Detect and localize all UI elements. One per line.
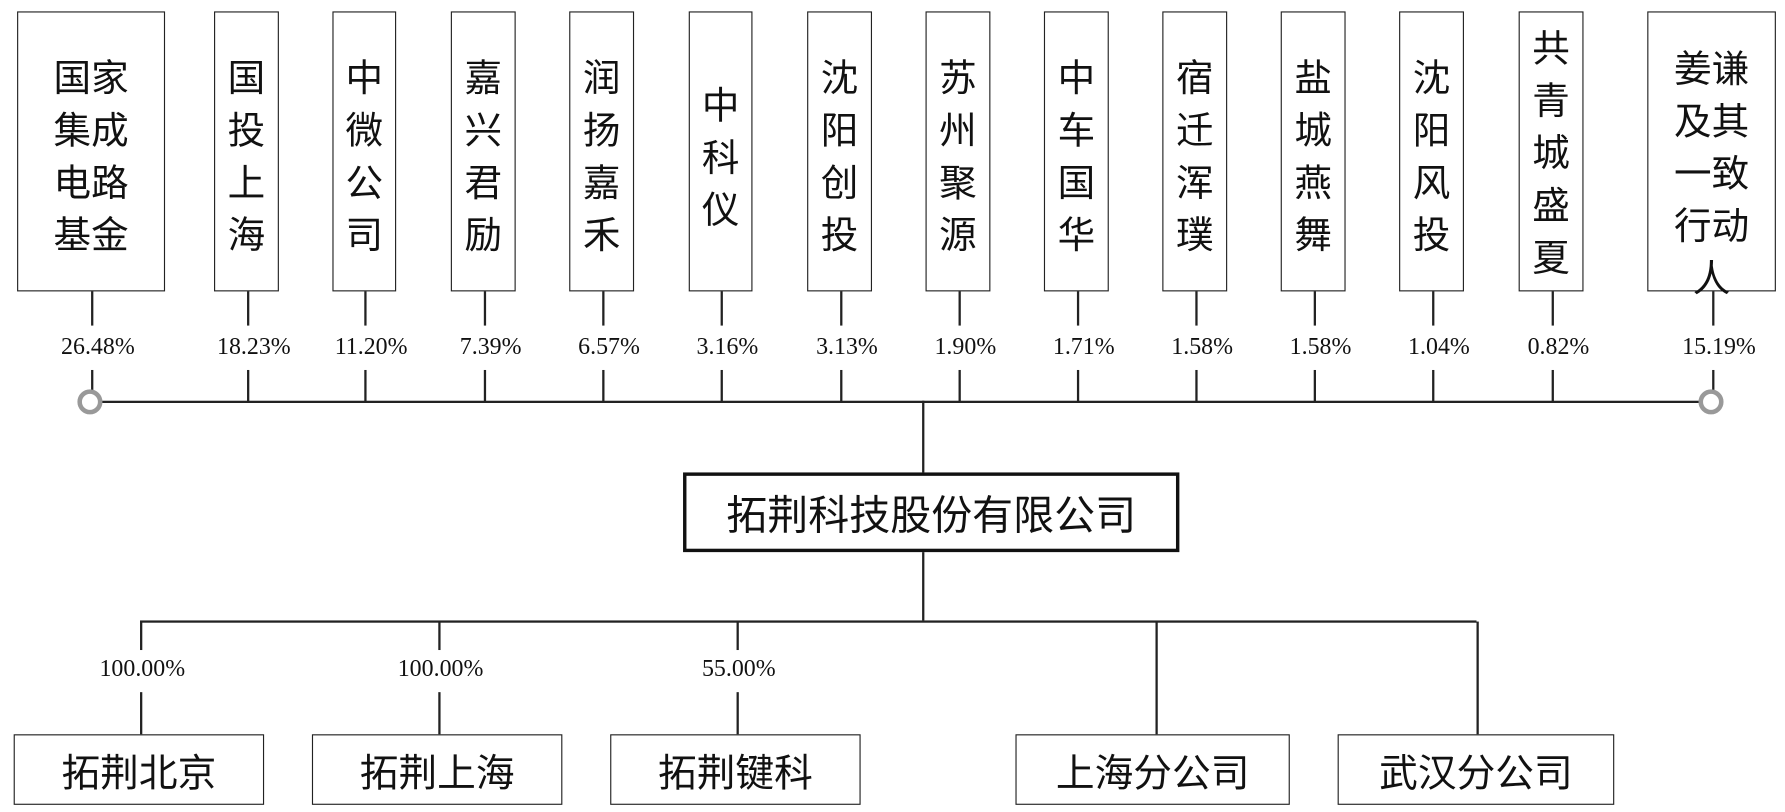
subsidiary-box: 武汉分公司 <box>1337 734 1615 805</box>
connector-line <box>438 621 440 651</box>
shareholding-pct: 1.71% <box>1052 332 1115 360</box>
shareholder-box: 嘉兴君励 <box>450 11 516 292</box>
connector-line <box>958 291 961 326</box>
connector-line <box>483 369 486 402</box>
connector-line <box>1076 369 1079 402</box>
shareholder-name: 国投上海 <box>227 59 266 258</box>
connector-line <box>602 291 604 326</box>
connector-line <box>720 291 723 326</box>
subsidiary-box: 上海分公司 <box>1015 734 1290 805</box>
connector-line <box>1432 369 1434 402</box>
connector-line <box>922 400 924 473</box>
shareholder-box: 中车国华 <box>1043 11 1109 292</box>
connector-line <box>1476 621 1479 735</box>
connector-line <box>247 291 249 326</box>
subsidiary-pct: 100.00% <box>397 654 484 682</box>
shareholding-pct: 15.19% <box>1682 332 1756 360</box>
connector-line <box>483 291 486 326</box>
connector-line <box>91 291 93 326</box>
shareholding-pct: 1.58% <box>1171 332 1234 360</box>
subsidiary-box: 拓荆键科 <box>610 734 861 805</box>
subsidiary-box: 拓荆上海 <box>311 734 563 805</box>
bus-end-circle <box>77 389 103 415</box>
shareholding-pct: 7.39% <box>459 332 522 360</box>
connector-line <box>364 291 366 326</box>
shareholder-name: 宿迁浑璞 <box>1175 59 1214 258</box>
shareholding-pct: 0.82% <box>1527 332 1590 360</box>
shareholder-name: 国家集成电路基金 <box>53 59 129 258</box>
shareholder-box: 盐城燕舞 <box>1280 11 1346 292</box>
shareholder-name: 润扬嘉禾 <box>582 59 621 258</box>
shareholder-name: 嘉兴君励 <box>464 59 503 258</box>
connector-line <box>958 369 961 402</box>
connector-line <box>1313 369 1316 402</box>
bus-end-circle <box>1698 389 1724 415</box>
connector-line <box>1076 291 1079 326</box>
connector-line <box>140 692 142 735</box>
shareholder-name: 盐城燕舞 <box>1294 59 1332 258</box>
shareholder-bus-line <box>89 400 1712 403</box>
shareholding-pct: 6.57% <box>578 332 640 360</box>
subsidiary-box: 拓荆北京 <box>13 734 265 805</box>
connector-line <box>720 369 723 402</box>
shareholder-box: 润扬嘉禾 <box>569 11 635 292</box>
connector-line <box>736 692 739 735</box>
shareholder-box: 国投上海 <box>214 11 279 292</box>
connector-line <box>1195 291 1198 326</box>
shareholder-name: 中科仪 <box>701 86 740 233</box>
connector-line <box>922 552 924 621</box>
connector-line <box>1551 291 1554 326</box>
subsidiary-pct: 55.00% <box>701 654 776 682</box>
connector-line <box>247 369 249 402</box>
shareholder-name: 中微公司 <box>345 59 384 258</box>
subsidiary-bus-line <box>140 620 1477 623</box>
connector-line <box>1551 369 1554 402</box>
shareholding-pct: 3.13% <box>816 332 878 360</box>
connector-line <box>840 369 842 402</box>
shareholder-name: 共青城盛夏 <box>1532 29 1570 281</box>
shareholding-pct: 3.16% <box>696 332 759 360</box>
shareholding-pct: 11.20% <box>334 332 408 360</box>
connector-line <box>1313 291 1316 326</box>
connector-line <box>1155 621 1158 735</box>
shareholder-name: 苏州聚源 <box>939 59 977 258</box>
shareholder-box: 苏州聚源 <box>925 11 991 292</box>
connector-line <box>140 621 142 651</box>
shareholder-box: 沈阳创投 <box>807 11 873 292</box>
shareholder-box: 中微公司 <box>332 11 397 292</box>
shareholder-box: 姜谦及其一致行动人 <box>1647 11 1776 301</box>
shareholder-box: 宿迁浑璞 <box>1162 11 1228 292</box>
connector-line <box>736 621 739 651</box>
shareholder-name: 沈阳风投 <box>1412 59 1451 258</box>
shareholder-name: 姜谦及其一致行动人 <box>1674 50 1750 301</box>
shareholding-pct: 1.90% <box>934 332 997 360</box>
company-box: 拓荆科技股份有限公司 <box>683 472 1180 553</box>
shareholder-name: 沈阳创投 <box>820 59 859 258</box>
connector-line <box>602 369 604 402</box>
shareholding-pct: 26.48% <box>61 332 135 360</box>
connector-line <box>1712 369 1714 402</box>
subsidiary-pct: 100.00% <box>99 654 186 682</box>
connector-line <box>364 369 366 402</box>
connector-line <box>438 692 440 735</box>
shareholder-box: 中科仪 <box>688 11 753 292</box>
connector-line <box>91 369 93 402</box>
shareholding-pct: 1.58% <box>1289 332 1352 360</box>
shareholder-box: 共青城盛夏 <box>1518 11 1584 292</box>
shareholder-box: 沈阳风投 <box>1399 11 1464 292</box>
shareholding-pct: 18.23% <box>217 332 291 360</box>
connector-line <box>1432 291 1434 326</box>
connector-line <box>1195 369 1198 402</box>
shareholder-name: 中车国华 <box>1057 59 1096 258</box>
shareholding-pct: 1.04% <box>1408 332 1470 360</box>
connector-line <box>1712 291 1714 326</box>
shareholder-box: 国家集成电路基金 <box>17 11 166 292</box>
connector-line <box>840 291 842 326</box>
